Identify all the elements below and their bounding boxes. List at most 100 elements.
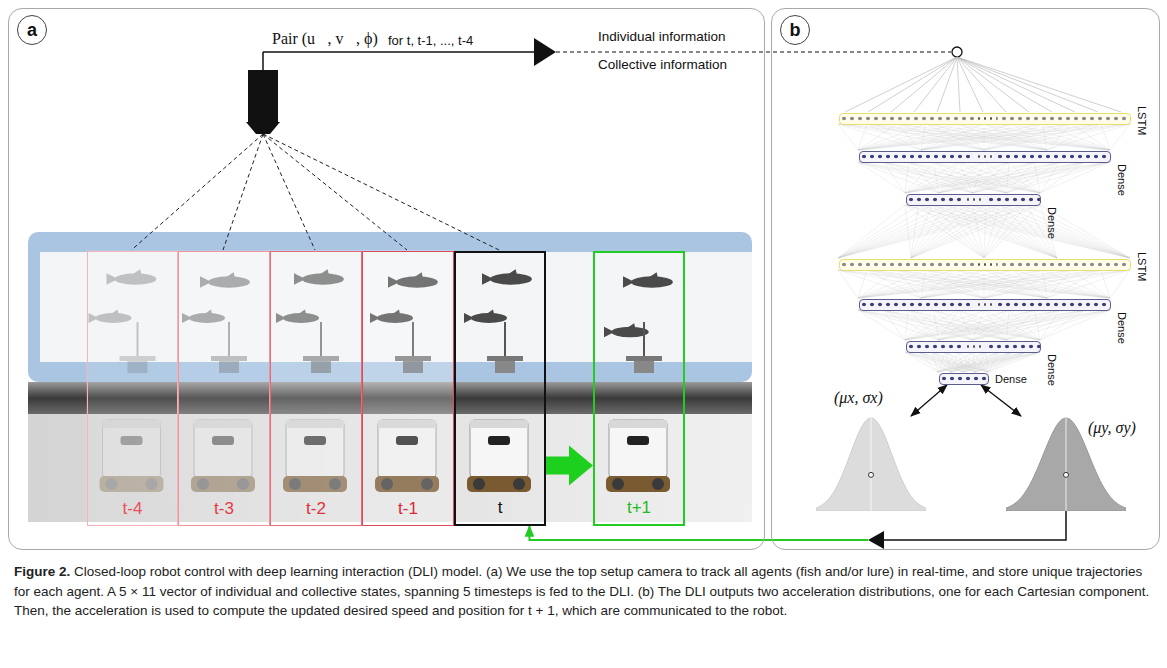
mesh-line	[858, 270, 955, 298]
fish-tail	[294, 273, 306, 285]
robot-top	[286, 420, 344, 428]
mesh-line	[984, 270, 1101, 298]
dashed-wire	[556, 51, 951, 52]
mesh-line	[905, 205, 984, 258]
mesh-line	[1040, 162, 1110, 193]
mesh-line	[939, 162, 1110, 193]
mesh-line	[986, 205, 1130, 258]
input-fan	[891, 57, 957, 112]
camera-ray	[263, 134, 499, 250]
fish-body	[377, 313, 413, 323]
mesh-line	[921, 124, 1130, 150]
mesh-line	[921, 270, 1013, 298]
robot-body	[470, 420, 528, 478]
robot-sensor	[212, 436, 234, 445]
frame-scene	[177, 250, 269, 525]
mesh-line	[973, 310, 1111, 340]
mesh-line	[973, 162, 1085, 193]
mesh-line	[1000, 205, 1131, 258]
input-fan	[914, 57, 957, 112]
mesh-line	[938, 352, 946, 372]
input-fan	[957, 57, 983, 112]
robot-sensor	[396, 436, 418, 445]
robot-sensor	[121, 436, 143, 445]
feedback-wire	[884, 511, 1066, 540]
fish-fin	[205, 310, 213, 315]
mesh-line	[976, 352, 1041, 372]
input-fan	[845, 57, 957, 112]
mesh-line	[858, 124, 867, 150]
mesh-line	[938, 352, 973, 372]
mesh-line	[939, 162, 1085, 193]
input-fan	[957, 57, 1052, 112]
fish-body	[631, 276, 673, 288]
robot-wheel	[106, 478, 118, 490]
mesh-line	[908, 162, 972, 193]
lure-rod	[504, 322, 506, 356]
mesh-line	[1040, 205, 1057, 258]
mesh-line	[919, 205, 1131, 258]
move-arrow	[546, 446, 593, 486]
mesh-line	[883, 162, 939, 193]
mesh-line	[1006, 162, 1085, 193]
time-frame: t-2	[270, 251, 362, 526]
robot-wheel	[146, 478, 158, 490]
lure-rod	[228, 322, 230, 356]
time-frame: t-1	[362, 251, 454, 526]
mesh-line	[1110, 270, 1130, 298]
dense-layer: Dense	[939, 373, 989, 385]
layer-label: Dense	[1046, 354, 1058, 386]
mesh-line	[1027, 205, 1131, 258]
fish-fin	[299, 310, 307, 315]
mesh-line	[963, 352, 1040, 372]
robot-wheels	[191, 476, 255, 492]
robot-wheels	[100, 476, 164, 492]
mesh-line	[858, 124, 955, 150]
mesh-line	[905, 310, 984, 340]
feedback-arrow	[529, 526, 868, 540]
mesh-line	[858, 124, 1072, 150]
mesh-line	[838, 205, 946, 258]
mesh-line	[896, 124, 1110, 150]
mesh-line	[911, 205, 1040, 258]
fish-tail	[623, 276, 635, 288]
mean-line	[871, 418, 872, 511]
mesh-line	[905, 310, 934, 340]
panel: bLSTMDenseDenseLSTMDenseDenseDense(μx, σ…	[771, 8, 1160, 550]
mesh-line	[858, 310, 939, 340]
layer-label: LSTM	[1136, 252, 1148, 281]
robot-wheel	[473, 478, 485, 490]
mesh-line	[896, 270, 1110, 298]
mesh-line	[1047, 270, 1130, 298]
amplifier-triangle	[534, 38, 556, 66]
lure-base	[626, 356, 662, 361]
mesh-line	[1047, 124, 1101, 150]
gaussian-shape	[816, 416, 926, 511]
mesh-line	[883, 310, 1006, 340]
fish-tail	[388, 276, 400, 288]
mesh-line	[905, 352, 951, 372]
distribution-label: (μx, σx)	[834, 389, 883, 407]
mesh-line	[938, 352, 1040, 372]
mean-line	[1066, 418, 1067, 511]
robot-wheels	[283, 476, 347, 492]
fish-body	[302, 273, 344, 285]
mesh-line	[921, 124, 1101, 150]
fade	[86, 250, 177, 525]
robot-body	[378, 420, 436, 478]
panel-letter: a	[17, 15, 47, 45]
figure-caption: Figure 2. Closed-loop robot control with…	[14, 562, 1154, 621]
robot-top	[194, 420, 252, 428]
mesh-line	[939, 162, 1035, 193]
mesh-line	[838, 270, 1110, 298]
robot-wheel	[421, 478, 433, 490]
time-label: t	[498, 498, 503, 518]
robot-body	[194, 420, 252, 478]
input-fan	[957, 57, 1029, 112]
fish-fin	[226, 272, 235, 277]
connector	[529, 511, 1066, 549]
camera-wire	[262, 52, 264, 70]
time-frame: t+1	[593, 251, 685, 526]
fish-body	[208, 276, 250, 288]
mesh-line	[984, 270, 1013, 298]
